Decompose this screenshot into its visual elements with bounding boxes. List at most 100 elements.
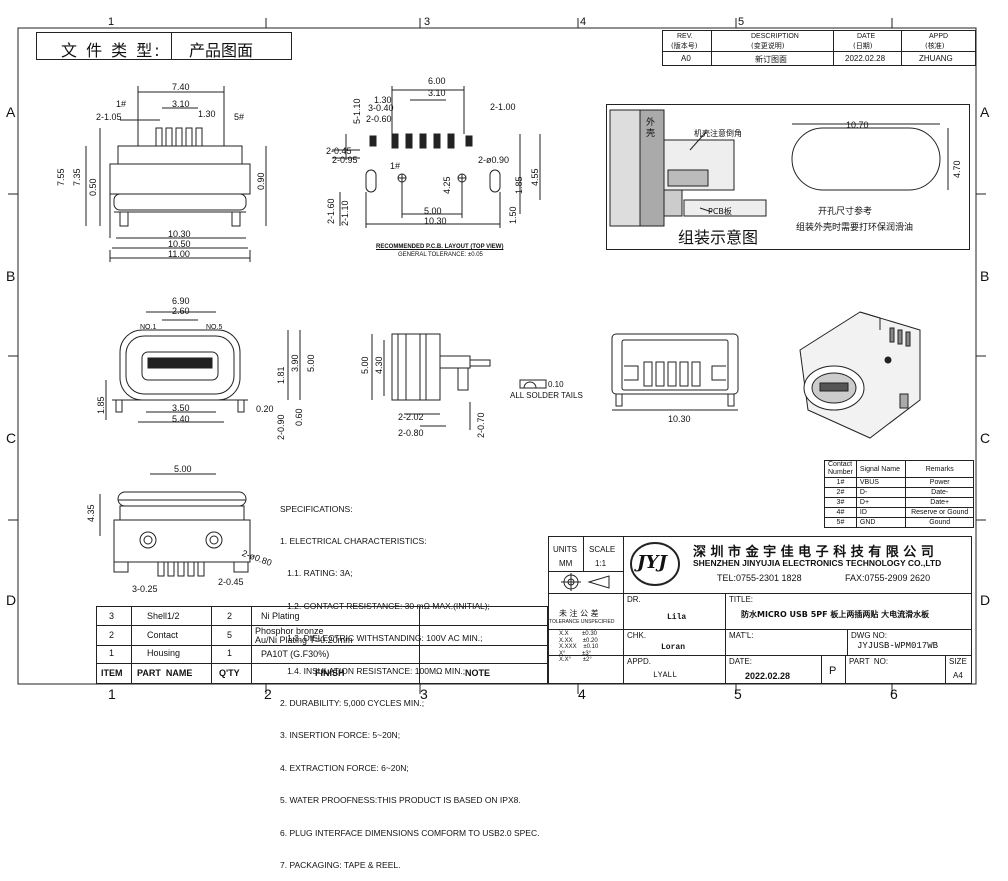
spec-line-3: 1.2. CONTACT RESISTANCE: 30 mΩ MAX.(INIT… <box>280 600 490 611</box>
col-number-6-bottom: 6 <box>890 686 898 702</box>
dim-top-10-50: 10.50 <box>168 239 191 249</box>
side-dim-2-0-80: 2-0.80 <box>398 428 424 438</box>
slot-width: 10.70 <box>846 120 869 130</box>
row-letter-d-right: D <box>980 592 991 608</box>
table-row: 2# D- Date- <box>824 487 974 498</box>
col-number-1-bottom: 1 <box>108 686 116 702</box>
appd-value: LYALL <box>653 671 678 680</box>
revision-table: REV. (版本号) DESCRIPTION (变更说明) DATE (日期) … <box>662 30 976 66</box>
bom-finish-housing: PA10T (G.F30%) <box>261 649 330 659</box>
top-view-drawing <box>85 86 267 262</box>
spec-line-9: 5. WATER PROOFNESS:THIS PRODUCT IS BASED… <box>280 795 521 806</box>
rear-view-drawing <box>611 333 739 411</box>
pcb-dim-hole: 2-ø0.90 <box>478 155 510 165</box>
col-number-3-bottom: 3 <box>420 686 428 702</box>
tolerance-list: X.X ±0.30 X.XX ±0.20 X.XXX ±0.10 X° ±3° … <box>559 631 599 664</box>
slot-ref: 开孔尺寸参考 <box>818 207 873 217</box>
bom-finish-contact-2: Au/Ni Plating T=0.20mm <box>255 635 353 645</box>
bom-table: 3 Shell1/2 2 Ni Plating 2 Contact 5 Phos… <box>96 606 548 684</box>
col-number-4-bottom: 4 <box>578 686 586 702</box>
pcb-dim-1-30: 1.30 <box>374 95 392 105</box>
table-row: 3# D+ Date+ <box>824 497 974 508</box>
col-number-3: 3 <box>424 16 431 28</box>
pcb-dim-3-0-40: 3-0.40 <box>368 103 394 113</box>
dim-top-11-00: 11.00 <box>168 249 190 259</box>
size-value: A4 <box>953 671 963 680</box>
row-letter-b: B <box>6 268 16 284</box>
bom-header-finish: FINISH <box>315 668 345 678</box>
chamfer-label: 机壳注意倒角 <box>694 129 742 138</box>
bottom-dim-2-0-45: 2-0.45 <box>218 577 244 587</box>
side-view-drawing <box>371 333 547 430</box>
flatness-note: ALL SOLDER TAILS <box>510 391 583 400</box>
company-tel: TEL:0755-2301 1828 <box>717 573 802 583</box>
units-value: MM <box>559 559 573 568</box>
assembly-caption: 组装示意图 <box>678 228 759 247</box>
flatness-value: 0.10 <box>548 380 564 389</box>
rev-header-cn: (版本号) <box>671 42 698 50</box>
p-label: P <box>829 665 837 677</box>
dwg-value: JYJUSB-WPM017WB <box>857 641 939 651</box>
front-dim-5-40: 5.40 <box>172 414 190 424</box>
pcb-dim-10-30: 10.30 <box>424 216 447 226</box>
pcb-dim-3-10: 3.10 <box>428 88 446 98</box>
company-name-cn: 深 圳 市 金 宇 佳 电 子 科 技 有 限 公 司 <box>693 545 934 560</box>
pin-header-signal: Signal Name <box>855 460 907 478</box>
front-dim-0-20: 0.20 <box>256 404 274 414</box>
shell-label: 外壳 <box>646 118 656 139</box>
front-no1-label: NO.1 <box>140 324 157 331</box>
bom-header-item: ITEM <box>101 668 123 678</box>
front-dim-2-60: 2.60 <box>172 306 190 316</box>
spec-line-8: 4. EXTRACTION FORCE: 6~20N; <box>280 762 409 773</box>
appd-value: ZHUANG <box>919 54 953 63</box>
appd-label: APPD. <box>627 657 652 666</box>
bottom-dim-5-00: 5.00 <box>174 464 192 474</box>
date-header-cn: (日期) <box>853 42 873 50</box>
slot-note: 组装外壳时需要打环保润滑油 <box>796 223 914 233</box>
date-value: 2022.02.28 <box>745 671 791 681</box>
tolerance-label: 未 注 公 差 <box>559 609 599 618</box>
bom-item-3: 3 <box>109 611 115 621</box>
bom-item-1: 1 <box>109 648 115 658</box>
tolerance-sub: TOLERANCE UNSPECIFIED <box>549 619 615 625</box>
bom-header-note: NOTE <box>465 668 491 678</box>
date-header: DATE <box>857 33 876 40</box>
pcb-dim-5-00: 5.00 <box>424 206 442 216</box>
spec-line-5: 1.4. INSULATION RESISTANCE: 100MΩ MIN.; <box>280 665 466 676</box>
logo-text: JYJ <box>637 552 667 573</box>
spec-line-7: 3. INSERTION FORCE: 5~20N; <box>280 730 401 741</box>
units-label: UNITS <box>553 545 577 554</box>
assembly-diagram-box <box>606 104 970 250</box>
bom-header-name: PART NAME <box>137 668 193 678</box>
spec-line-4: 1.3. DIELECTRIC WITHSTANDING: 100V AC MI… <box>280 633 483 644</box>
pcb-pin-1: 1# <box>390 161 401 171</box>
spec-line-11: 7. PACKAGING: TAPE & REEL. <box>280 859 401 870</box>
isometric-view-drawing <box>799 311 921 439</box>
row-letter-a-right: A <box>980 104 990 120</box>
row-letter-b-right: B <box>980 268 990 284</box>
bom-finish-shell: Ni Plating <box>261 611 300 621</box>
row-letter-a: A <box>6 104 16 120</box>
pcb-layout-caption: RECOMMENDED P.C.B. LAYOUT (TOP VIEW) <box>376 244 504 250</box>
pcb-layout-drawing <box>332 86 541 228</box>
spec-line-1: 1. ELECTRICAL CHARACTERISTICS: <box>280 535 427 546</box>
bottom-dim-3-0-25: 3-0.25 <box>132 584 158 594</box>
desc-value: 新订图面 <box>755 55 787 64</box>
doc-type-label: 文 件 类 型: <box>61 41 162 60</box>
pcb-dim-6-00: 6.00 <box>428 76 446 86</box>
spec-line-2: 1.1. RATING: 3A; <box>280 568 353 579</box>
bottom-dim-4-35: 4.35 <box>86 504 96 522</box>
col-number-2-bottom: 2 <box>264 686 272 702</box>
pin-header-remarks: Remarks <box>905 460 974 478</box>
col-number-5: 5 <box>738 16 745 28</box>
table-row: 5# GND Gound <box>824 517 974 528</box>
col-number-1: 1 <box>108 16 115 28</box>
front-view-drawing <box>105 311 301 423</box>
date-value: 2022.02.28 <box>845 54 886 63</box>
appd-header-cn: (核准) <box>925 42 945 50</box>
doc-type-value: 产品图面 <box>189 41 254 60</box>
dim-top-3-10: 3.10 <box>172 99 190 109</box>
bottom-view-drawing <box>99 473 251 577</box>
bom-qty-housing: 1 <box>227 648 233 658</box>
row-letter-c: C <box>6 430 17 446</box>
